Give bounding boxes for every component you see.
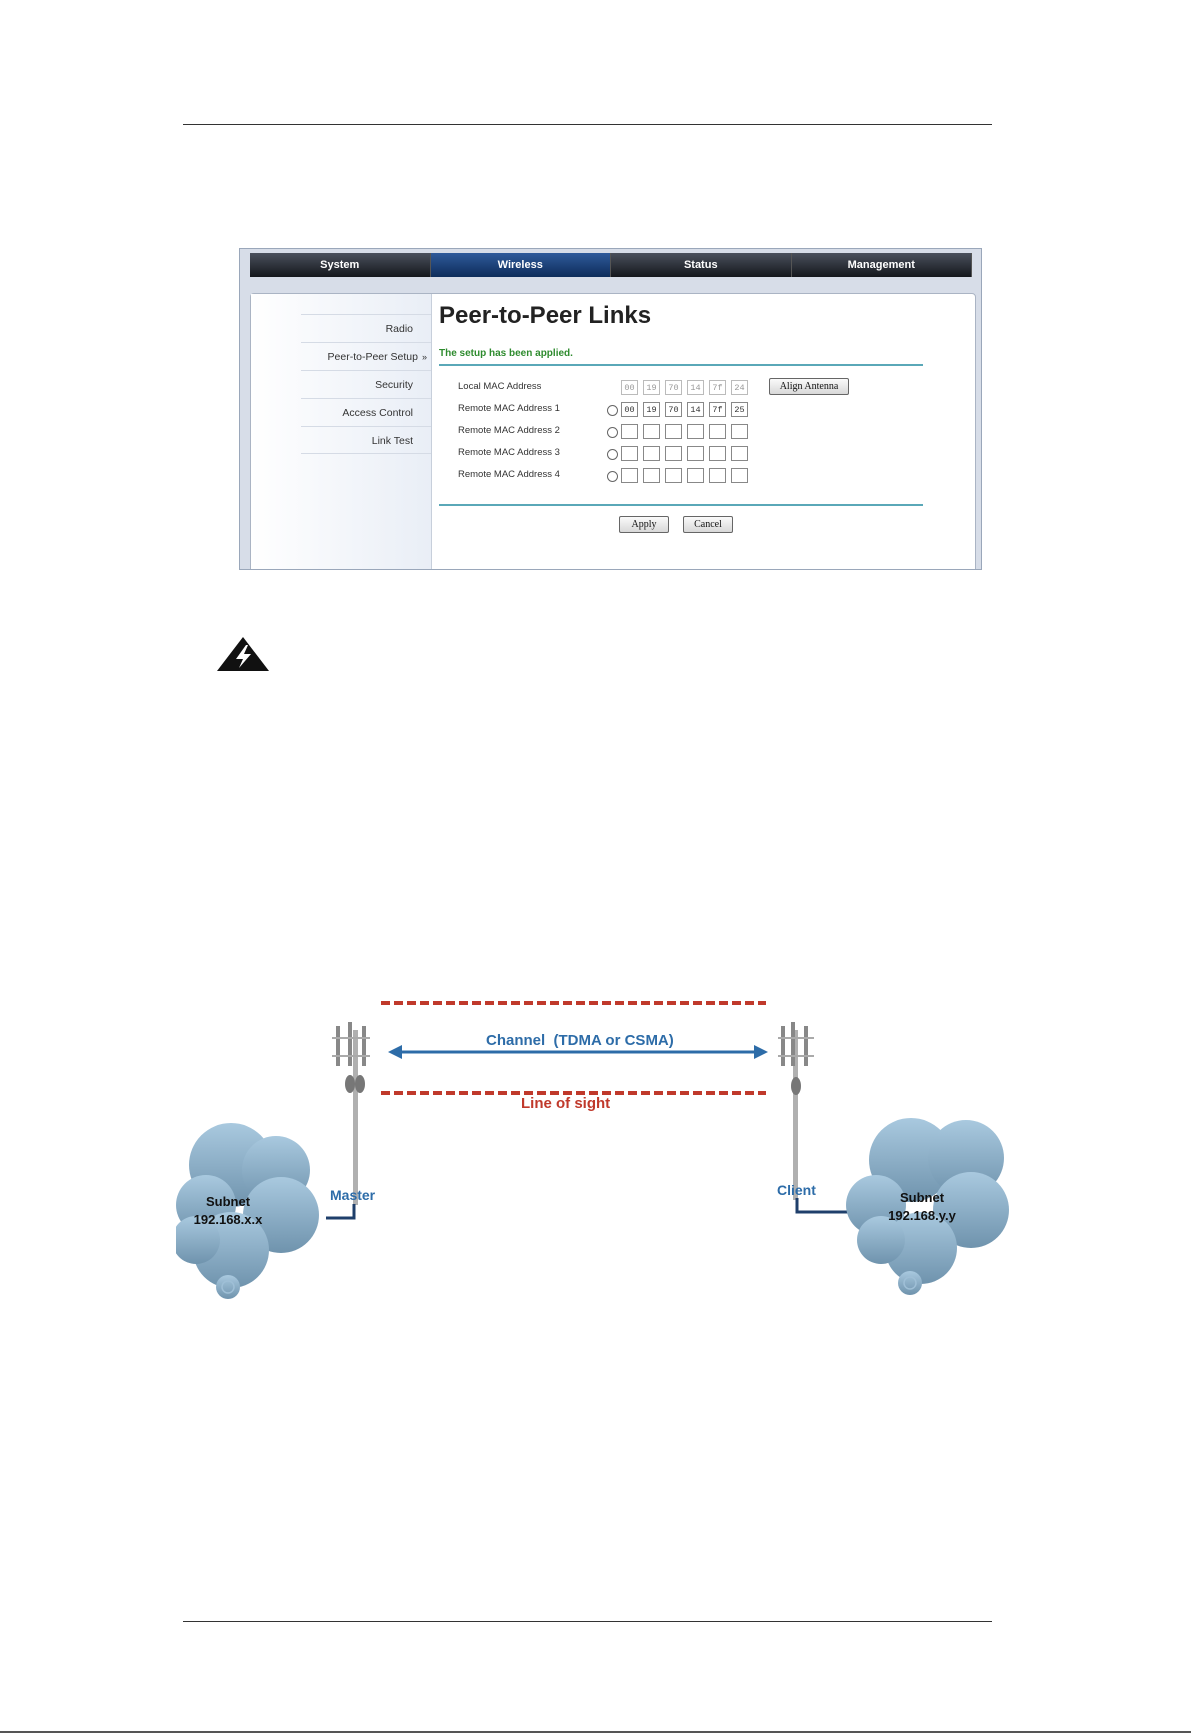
sidebar-item-link-test[interactable]: Link Test [301,426,431,454]
mac-octet-input[interactable]: 14 [687,402,704,417]
sidebar-item-security[interactable]: Security [301,370,431,398]
top-rule [183,124,992,125]
remote-mac-field-3 [621,446,753,461]
sidebar-item-access-control[interactable]: Access Control [301,398,431,426]
mac-octet-input[interactable] [643,468,660,483]
double-chevron-right-icon: » [421,352,427,362]
client-label: Client [777,1182,816,1198]
align-antenna-button[interactable]: Align Antenna [769,378,849,395]
mac-octet-input[interactable] [643,446,660,461]
subnet-title: Subnet [899,1190,945,1205]
mac-octet-input[interactable] [665,424,682,439]
mac-octet-input[interactable] [665,468,682,483]
sidebar-item-peer-to-peer-setup[interactable]: Peer-to-Peer Setup» [301,342,431,370]
subnet-address: 192.168.y.y [888,1208,956,1223]
sidebar-item-label: Access Control [342,407,413,419]
bottom-rule [183,1621,992,1622]
nav-tab-wireless[interactable]: Wireless [430,253,611,277]
mac-octet-input[interactable] [665,446,682,461]
mac-octet-input[interactable] [621,468,638,483]
sidebar-item-label: Radio [385,323,413,335]
master-label: Master [330,1187,376,1203]
mac-octet-input[interactable] [621,424,638,439]
sidebar-item-label: Security [375,379,413,391]
mac-octet: 7f [709,380,726,395]
mac-octet: 70 [665,380,682,395]
master-link [326,1204,356,1220]
top-navigation: System Wireless Status Management [250,253,972,277]
mac-octet-input[interactable]: 7f [709,402,726,417]
nav-tab-system[interactable]: System [250,253,431,277]
mac-octet-input[interactable] [687,424,704,439]
mac-octet-input[interactable] [709,468,726,483]
mac-octet: 14 [687,380,704,395]
divider [439,504,923,506]
remote-mac-field-4 [621,468,753,483]
remote-mac-label-4: Remote MAC Address 4 [458,469,560,480]
diagram-graphics [176,1001,1009,1299]
mac-octet: 24 [731,380,748,395]
remote-mac-radio-3[interactable] [607,449,618,460]
mac-octet-input[interactable]: 25 [731,402,748,417]
ui-screenshot: System Wireless Status Management Radio … [239,248,982,570]
mac-octet-input[interactable] [731,446,748,461]
subnet-address: 192.168.x.x [193,1212,263,1227]
mac-octet-input[interactable] [709,446,726,461]
subnet-cloud-icon [176,1123,319,1299]
local-mac-field: 00 19 70 14 7f 24 [621,380,753,395]
client-tower-icon [778,1022,814,1200]
subnet-cloud-icon [846,1118,1009,1295]
apply-button[interactable]: Apply [619,516,669,533]
remote-mac-label-1: Remote MAC Address 1 [458,403,560,414]
subnet-title: Subnet [205,1194,251,1209]
mac-octet-input[interactable] [621,446,638,461]
mac-octet: 00 [621,380,638,395]
divider [439,364,923,366]
mac-octet-input[interactable] [687,468,704,483]
remote-mac-radio-2[interactable] [607,427,618,438]
remote-mac-field-1: 00 19 70 14 7f 25 [621,402,753,417]
left-subnet-text: Subnet 192.168.x.x [178,1193,278,1229]
channel-arrow [388,1045,768,1059]
client-link [795,1198,852,1214]
status-message: The setup has been applied. [439,348,573,359]
mac-octet-input[interactable] [709,424,726,439]
sidebar-item-label: Link Test [371,435,413,447]
mac-octet-input[interactable] [731,424,748,439]
cancel-button[interactable]: Cancel [683,516,733,533]
sidebar-item-radio[interactable]: Radio [301,314,431,342]
master-tower-icon [332,1022,370,1205]
mac-octet-input[interactable] [643,424,660,439]
mac-octet-input[interactable]: 19 [643,402,660,417]
remote-mac-label-2: Remote MAC Address 2 [458,425,560,436]
remote-mac-field-2 [621,424,753,439]
mac-octet-input[interactable] [731,468,748,483]
warning-icon [217,637,269,671]
right-subnet-text: Subnet 192.168.y.y [872,1189,972,1225]
sidebar: Radio Peer-to-Peer Setup» Security Acces… [251,294,432,569]
nav-tab-management[interactable]: Management [791,253,972,277]
network-diagram: Channel (TDMA or CSMA) Line of sight Mas… [176,990,1016,1320]
remote-mac-radio-4[interactable] [607,471,618,482]
line-of-sight-label: Line of sight [521,1095,611,1112]
channel-label: Channel (TDMA or CSMA) [486,1032,674,1049]
content-panel: Radio Peer-to-Peer Setup» Security Acces… [250,293,976,569]
mac-octet-input[interactable]: 00 [621,402,638,417]
remote-mac-label-3: Remote MAC Address 3 [458,447,560,458]
page-title: Peer-to-Peer Links [439,302,652,329]
sidebar-item-label: Peer-to-Peer Setup [327,351,418,363]
nav-tab-status[interactable]: Status [611,253,792,277]
page-edge [0,1731,1191,1733]
mac-octet-input[interactable] [687,446,704,461]
mac-octet: 19 [643,380,660,395]
local-mac-label: Local MAC Address [458,381,542,392]
remote-mac-radio-1[interactable] [607,405,618,416]
mac-octet-input[interactable]: 70 [665,402,682,417]
